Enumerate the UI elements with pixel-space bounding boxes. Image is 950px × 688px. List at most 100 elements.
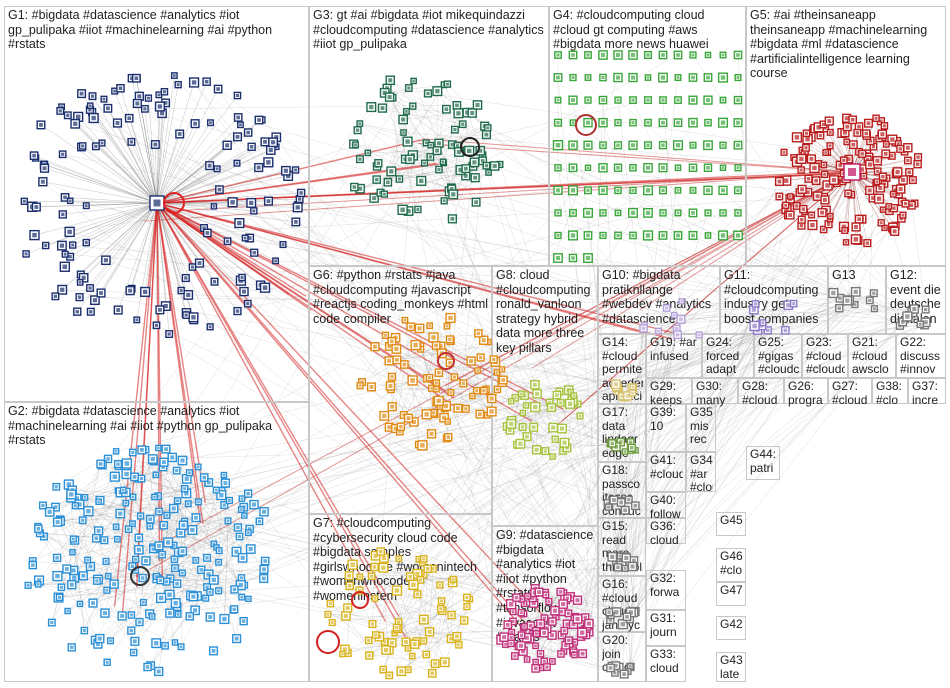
node-core: [616, 144, 619, 147]
node-core: [194, 559, 197, 562]
node-core: [422, 557, 425, 560]
node-core: [60, 586, 63, 589]
node-core: [845, 241, 848, 244]
node-core: [571, 233, 575, 237]
node-core: [737, 166, 740, 169]
node-core: [437, 141, 441, 145]
node-core: [506, 623, 510, 627]
node-core: [140, 477, 143, 480]
node-core: [429, 144, 432, 147]
node-core: [262, 577, 266, 581]
node-core: [341, 653, 344, 656]
node-core: [601, 121, 605, 125]
node-core: [50, 621, 53, 624]
node-core: [419, 578, 422, 581]
node-core: [722, 99, 725, 102]
node-core: [587, 167, 590, 170]
node-core: [677, 166, 680, 169]
node-core: [691, 76, 695, 80]
node-core: [263, 285, 267, 289]
node-core: [805, 132, 808, 135]
node-core: [178, 132, 182, 136]
node-core: [206, 231, 210, 235]
node-core: [191, 595, 195, 599]
node-core: [630, 446, 633, 449]
node-core: [556, 166, 559, 169]
node-core: [586, 121, 590, 125]
node-core: [225, 143, 229, 147]
node-core: [469, 359, 473, 363]
node-core: [508, 428, 512, 432]
node-core: [601, 53, 605, 57]
node-core: [822, 123, 825, 126]
node-core: [197, 500, 200, 503]
node-core: [824, 151, 827, 154]
node-core: [434, 344, 438, 348]
node-core: [520, 634, 523, 637]
node-core: [534, 661, 537, 664]
node-core: [94, 536, 98, 540]
node-core: [856, 131, 859, 134]
node-core: [240, 596, 243, 599]
node-core: [106, 106, 110, 110]
node-core: [800, 187, 804, 191]
node-core: [375, 178, 379, 182]
node-core: [556, 53, 559, 56]
node-core: [236, 116, 240, 120]
node-core: [381, 566, 385, 570]
node-core: [374, 597, 377, 600]
node-core: [736, 233, 740, 237]
node-core: [103, 98, 106, 101]
node-core: [343, 647, 347, 651]
node-core: [509, 422, 513, 426]
node-core: [184, 276, 187, 279]
node-core: [68, 255, 71, 258]
node-core: [125, 461, 129, 465]
node-core: [456, 144, 459, 147]
node-core: [367, 639, 370, 642]
node-core: [122, 489, 125, 492]
node-core: [239, 583, 243, 587]
node-core: [807, 177, 810, 180]
node-core: [137, 94, 141, 98]
node-core: [168, 332, 171, 335]
node-core: [130, 140, 133, 143]
node-core: [216, 87, 220, 91]
node-core: [576, 598, 580, 602]
node-core: [134, 558, 137, 561]
node-core: [404, 640, 408, 644]
node-core: [113, 90, 116, 93]
node-core: [135, 76, 139, 80]
node-core: [587, 99, 590, 102]
node-core: [299, 191, 302, 194]
node-core: [390, 641, 394, 645]
node-core: [885, 143, 888, 146]
node-core: [399, 669, 403, 673]
node-core: [535, 448, 539, 452]
node-core: [446, 325, 449, 328]
node-core: [526, 658, 529, 661]
node-core: [865, 132, 868, 135]
node-core: [624, 567, 627, 570]
node-core: [804, 146, 807, 149]
node-core: [446, 83, 449, 86]
node-core: [676, 99, 679, 102]
node-core: [535, 392, 539, 396]
node-core: [23, 200, 26, 203]
node-core: [581, 652, 585, 656]
node-core: [63, 196, 67, 200]
node-core: [916, 162, 920, 166]
node-core: [677, 189, 680, 192]
node-core: [661, 189, 664, 192]
node-core: [186, 293, 190, 297]
node-core: [240, 576, 243, 579]
node-core: [897, 142, 900, 145]
node-core: [72, 576, 76, 580]
node-core: [519, 644, 523, 648]
node-core: [388, 78, 392, 82]
node-core: [661, 75, 665, 79]
node-core: [890, 154, 893, 157]
node-core: [812, 166, 816, 170]
node-core: [563, 629, 566, 632]
node-core: [59, 109, 62, 112]
